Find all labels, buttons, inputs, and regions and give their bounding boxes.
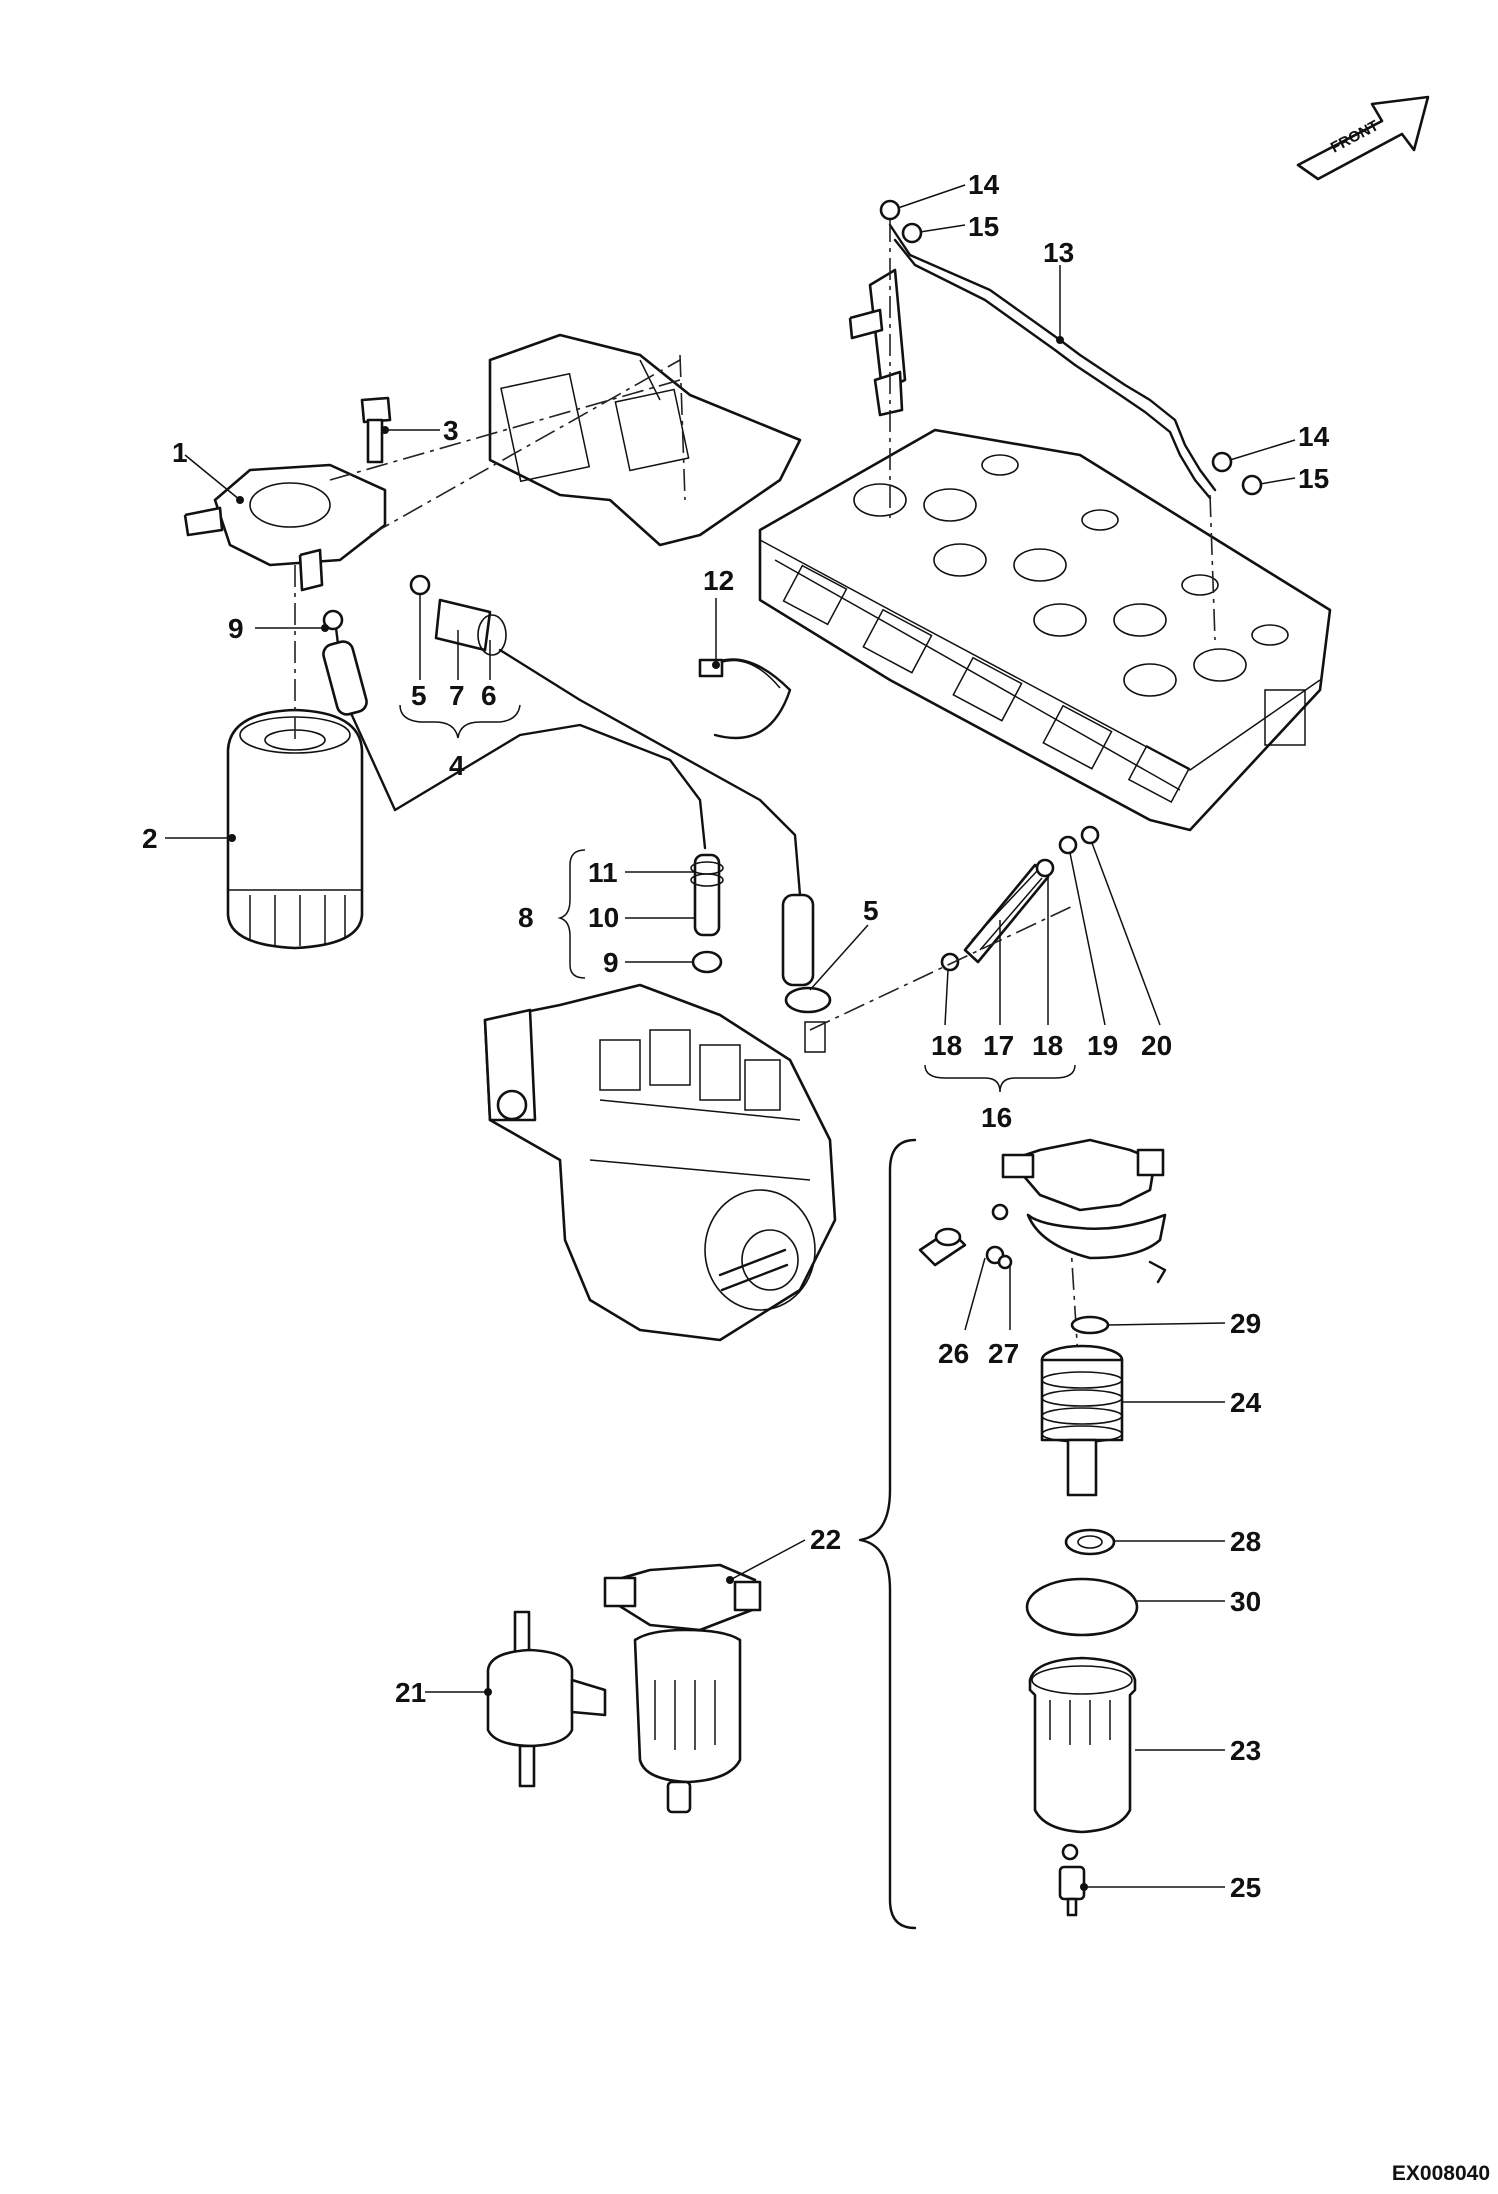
- bolt: [360, 396, 392, 464]
- front-direction-arrow: FRONT: [1296, 95, 1430, 181]
- callout-20: 20: [1141, 1030, 1172, 1061]
- callout-13: 13: [1043, 237, 1074, 268]
- inline-fuel-filter: [486, 1610, 607, 1788]
- hose-clamp: [698, 658, 792, 740]
- o-ring-30: [1025, 1577, 1139, 1637]
- clamp-5-lower: [784, 986, 832, 1014]
- callout-28: 28: [1230, 1526, 1261, 1557]
- callout-14-right: 14: [1298, 421, 1330, 452]
- callout-15-right: 15: [1298, 463, 1329, 494]
- fuel-injector: [848, 268, 907, 417]
- gasket-15-top: [901, 222, 923, 244]
- callout-18-right: 18: [1032, 1030, 1063, 1061]
- callout-9-lower: 9: [603, 947, 619, 978]
- group-brace-22: [858, 1138, 917, 1930]
- callout-23: 23: [1230, 1735, 1261, 1766]
- callout-16: 16: [981, 1102, 1012, 1133]
- callout-labels: 1 3 9 2 5 7 6 4 12 11 8 10 9 5 13 14 15 …: [142, 169, 1330, 1903]
- callout-19: 19: [1087, 1030, 1118, 1061]
- callout-25: 25: [1230, 1872, 1261, 1903]
- seal-ring-28: [1064, 1528, 1116, 1556]
- hose-assembly: [322, 574, 815, 987]
- group-brace-4: [399, 704, 521, 739]
- callout-2: 2: [142, 823, 158, 854]
- callout-17: 17: [983, 1030, 1014, 1061]
- callout-27: 27: [988, 1338, 1019, 1369]
- callout-4: 4: [449, 750, 465, 781]
- air-vent-screw: [918, 1227, 967, 1267]
- callout-29: 29: [1230, 1308, 1261, 1339]
- callout-3: 3: [443, 415, 459, 446]
- callout-21: 21: [395, 1677, 426, 1708]
- fitting-bolt-14-top: [879, 199, 901, 221]
- water-separator-assembly: [603, 1563, 762, 1814]
- callout-5-lower: 5: [863, 895, 879, 926]
- callout-8: 8: [518, 902, 534, 933]
- callout-6: 6: [481, 680, 497, 711]
- gasket-15-right: [1241, 474, 1263, 496]
- filter-bowl-23: [1028, 1656, 1137, 1834]
- fitting-bolt-14-right: [1211, 451, 1233, 473]
- injection-pump: [483, 983, 837, 1342]
- callout-24: 24: [1230, 1387, 1262, 1418]
- leak-off-pipe-assembly: [784, 825, 1100, 1014]
- document-code: EX008040: [1391, 2162, 1490, 2185]
- o-ring-small: [985, 1245, 1013, 1270]
- element-24: [1040, 1344, 1124, 1497]
- callout-9-upper: 9: [228, 613, 244, 644]
- bracket-housing: [488, 333, 802, 547]
- callout-1: 1: [172, 437, 188, 468]
- fuel-filter-cartridge: [226, 708, 364, 950]
- callout-15-top: 15: [968, 211, 999, 242]
- drain-plug-25: [1058, 1843, 1086, 1917]
- callout-10: 10: [588, 902, 619, 933]
- assembly-guide-lines: [294, 220, 1216, 1391]
- cylinder-head: [758, 428, 1332, 832]
- filter-head: [183, 463, 387, 592]
- group-brace-16: [924, 1064, 1076, 1093]
- callout-22: 22: [810, 1524, 841, 1555]
- banjo-fitting-set: [322, 609, 724, 974]
- callout-26: 26: [938, 1338, 969, 1369]
- fuel-return-pipe: [879, 199, 1263, 500]
- group-brace-8: [557, 849, 586, 979]
- callout-18-left: 18: [931, 1030, 962, 1061]
- water-separator-head: [991, 1138, 1167, 1284]
- callout-30: 30: [1230, 1586, 1261, 1617]
- callout-11: 11: [588, 857, 618, 888]
- callout-5-upper: 5: [411, 680, 427, 711]
- leader-lines: [165, 184, 1296, 1891]
- callout-14-top: 14: [968, 169, 1000, 200]
- o-ring-29: [1070, 1315, 1110, 1335]
- callout-12: 12: [703, 565, 734, 596]
- callout-7: 7: [449, 680, 465, 711]
